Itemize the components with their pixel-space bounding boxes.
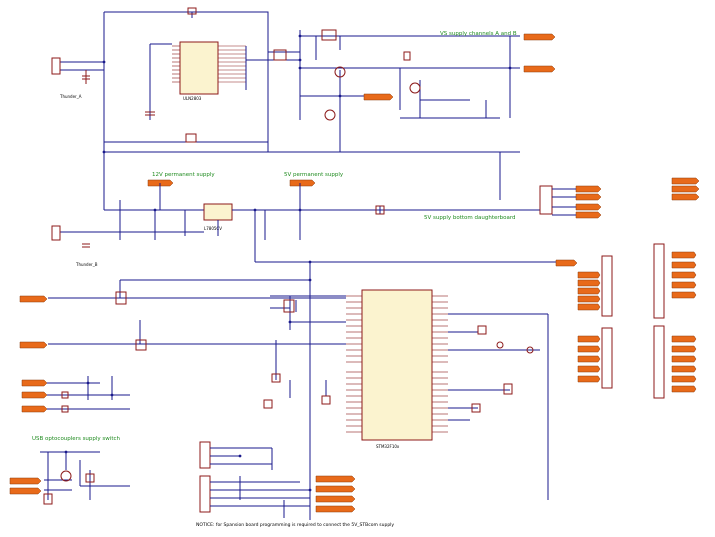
usb-ports <box>9 477 42 495</box>
driver-ic-block: ULN2803 <box>172 41 246 101</box>
top-transistors <box>321 29 421 121</box>
junctions <box>64 34 512 492</box>
mcu-body <box>361 289 433 441</box>
right-header-a <box>577 255 613 389</box>
v5-note: 5V permanent supply <box>284 172 344 178</box>
bottom-ports <box>315 475 356 513</box>
daughter-connector-top <box>539 185 602 219</box>
v12-note: 12V permanent supply <box>152 172 215 178</box>
left-mcu-ports <box>19 295 48 413</box>
thunder-b-label: Thunder_B <box>75 262 98 267</box>
usb-opto-note: USB optocouplers supply switch <box>32 436 121 442</box>
mcu-name: STM32F10x <box>376 444 400 449</box>
usb-wiring <box>40 451 130 500</box>
top-right-ports <box>363 33 556 101</box>
thunder-a-label: Thunder_A <box>59 94 82 99</box>
connector-top-left: Thunder_A <box>51 57 82 99</box>
regulator-label: L7805CV <box>204 226 222 231</box>
footer-notice: NOTICE: for Spansion board programming i… <box>196 522 394 528</box>
regulator-ic <box>203 203 233 221</box>
vs-supply-note: VS supply channels A and B <box>440 31 517 37</box>
driver-ic-name: ULN2803 <box>183 96 202 101</box>
mcu-block: STM32F10x <box>346 289 448 449</box>
far-right-port-stack <box>671 177 700 201</box>
v5-daughter-note: 5V supply bottom daughterboard <box>424 215 516 221</box>
mcu-wiring <box>48 262 549 520</box>
bottom-connectors <box>199 441 211 513</box>
driver-ic-body <box>179 41 219 95</box>
right-header-b <box>653 243 697 399</box>
power-supply-row: 12V permanent supply 5V permanent supply… <box>147 172 516 231</box>
